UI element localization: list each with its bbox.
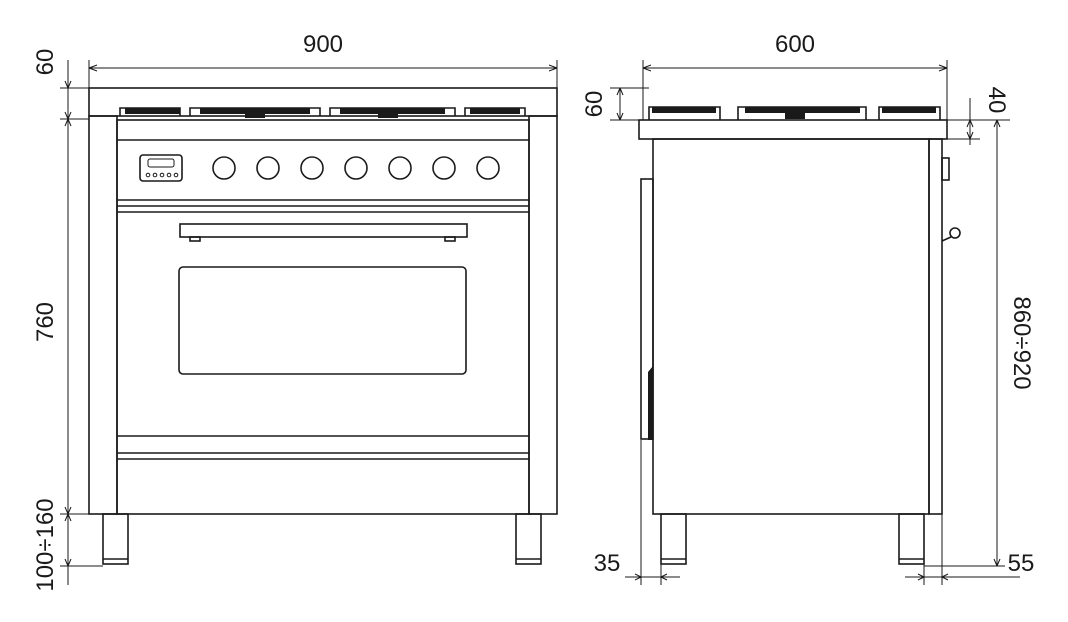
side-front-foot [660,513,687,565]
knob-2 [256,156,280,180]
front-right-side-panel [528,115,558,515]
side-depth-label: 600 [775,31,815,58]
side-view [638,106,961,565]
front-left-foot [102,513,129,565]
side-foot-offset-left-label: 35 [594,550,621,577]
oven-handle [179,223,468,242]
gas-connector [949,227,961,239]
front-dimensions [60,60,558,585]
side-pan-supports [648,106,941,120]
front-feet-label: 100÷160 [32,498,59,591]
oven-window [178,266,467,375]
knob-3 [300,156,324,180]
side-top-small-label: 40 [983,87,1010,114]
clock-display [139,154,183,182]
knob-4 [344,156,368,180]
side-door-profile [640,178,654,440]
front-left-side-panel [88,115,118,515]
front-hob-top [88,87,558,117]
front-body [116,119,530,515]
side-back-panel [928,138,943,515]
side-knob [941,157,950,181]
knob-6 [432,156,456,180]
side-body [652,138,930,515]
front-top-label: 60 [32,49,59,76]
front-pan-supports [119,107,526,118]
front-width-label: 900 [303,31,343,58]
front-right-foot [515,513,542,565]
knob-5 [388,156,412,180]
side-dimensions [610,60,1020,585]
side-back-foot [898,513,925,565]
knob-7 [476,156,500,180]
side-hob-top [638,119,948,140]
front-view [88,87,558,565]
knob-1 [212,156,236,180]
front-height-label: 760 [32,302,59,342]
side-foot-offset-right-label: 55 [1008,550,1035,577]
side-total-height-label: 860÷920 [1008,296,1035,389]
side-top-label: 60 [581,91,608,118]
